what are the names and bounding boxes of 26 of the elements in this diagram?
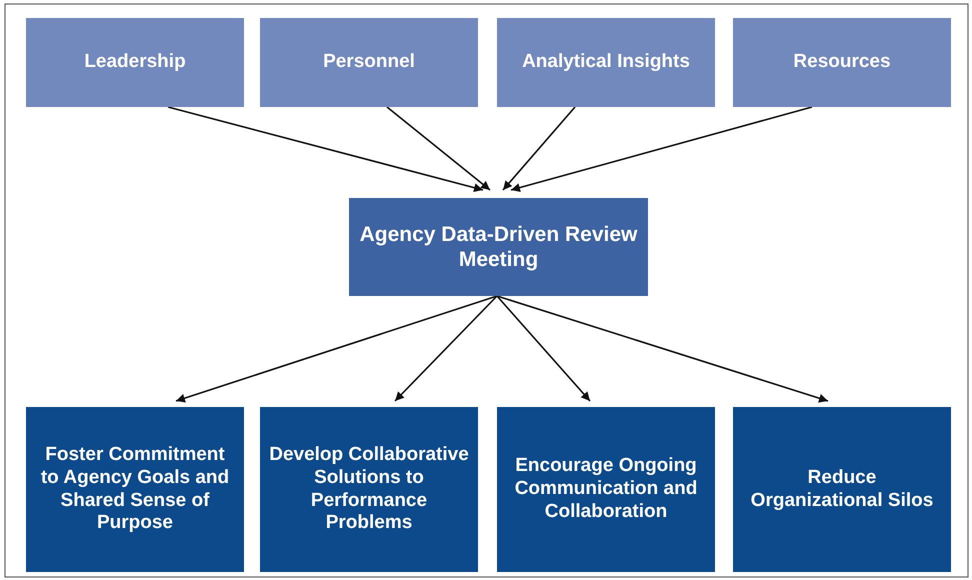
- category-box: [260, 18, 478, 107]
- box-label: Leadership: [84, 51, 186, 74]
- arrow: [496, 295, 591, 402]
- arrow: [502, 106, 576, 191]
- arrow: [496, 295, 828, 403]
- arrow: [510, 106, 812, 192]
- box-label: Agency Data-Driven Review Meeting: [358, 222, 638, 272]
- arrow: [386, 106, 490, 191]
- box-label: Personnel: [323, 51, 415, 74]
- box-label: Develop Collaborative Solutions to Performance Problems: [268, 444, 470, 536]
- category-box: [26, 18, 244, 107]
- arrow: [394, 295, 498, 402]
- arrow: [176, 295, 498, 402]
- outcome-box: [733, 407, 951, 572]
- category-box: [497, 18, 715, 107]
- box-label: Reduce Organizational Silos: [750, 466, 934, 512]
- category-box: [733, 18, 951, 107]
- box-label: Analytical Insights: [522, 51, 690, 74]
- box-label: Resources: [793, 51, 891, 74]
- outcome-box: [497, 407, 715, 572]
- arrow: [168, 106, 484, 192]
- box-label: Encourage Ongoing Communication and Collaboration: [514, 455, 698, 524]
- meeting-box: [349, 198, 648, 296]
- outcome-box: [260, 407, 478, 572]
- box-label: Foster Commitment to Agency Goals and Shared Sense of Purpose: [40, 444, 230, 536]
- outcome-box: [26, 407, 244, 572]
